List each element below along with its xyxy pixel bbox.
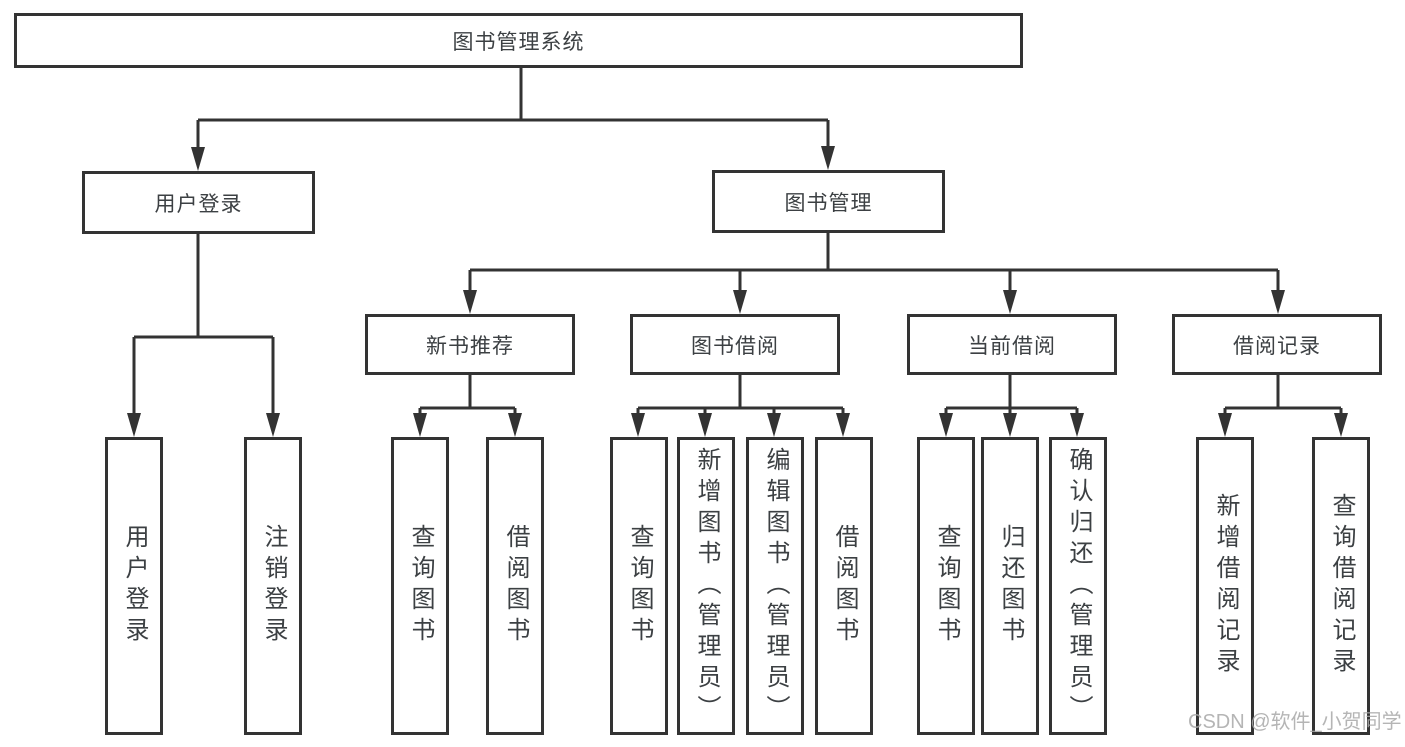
leaf-confirm-return-admin: 确认归还（管理员）	[1049, 437, 1107, 735]
node-book-management: 图书管理	[712, 170, 945, 233]
leaf-label: 新增图书（管理员）	[693, 446, 720, 726]
node-label: 图书借阅	[691, 334, 779, 358]
leaf-add-books-admin: 新增图书（管理员）	[677, 437, 735, 735]
leaf-label: 查询借阅记录	[1328, 493, 1355, 679]
leaf-query-borrow-record: 查询借阅记录	[1312, 437, 1370, 735]
leaf-label: 注销登录	[260, 524, 287, 648]
leaf-label: 查询图书	[407, 524, 434, 648]
node-label: 图书管理系统	[452, 30, 585, 54]
leaf-label: 编辑图书（管理员）	[762, 446, 789, 726]
leaf-label: 查询图书	[626, 524, 653, 648]
node-label: 图书管理	[784, 191, 873, 215]
leaf-add-borrow-record: 新增借阅记录	[1196, 437, 1254, 735]
node-label: 用户登录	[154, 192, 243, 216]
node-borrowing-records: 借阅记录	[1172, 314, 1382, 375]
node-current-borrowing: 当前借阅	[907, 314, 1117, 375]
csdn-watermark: CSDN @软件_小贺同学	[1188, 711, 1402, 733]
node-label: 新书推荐	[426, 334, 514, 358]
leaf-label: 查询图书	[933, 524, 960, 648]
node-book-borrowing: 图书借阅	[630, 314, 840, 375]
node-label: 当前借阅	[968, 334, 1056, 358]
leaf-query-books-current: 查询图书	[917, 437, 975, 735]
leaf-borrow-books-recommend: 借阅图书	[486, 437, 544, 735]
leaf-logout: 注销登录	[244, 437, 302, 735]
node-label: 借阅记录	[1233, 334, 1321, 358]
leaf-label: 借阅图书	[831, 524, 858, 648]
leaf-user-login: 用户登录	[105, 437, 163, 735]
node-user-login: 用户登录	[82, 171, 315, 234]
node-new-book-recommendation: 新书推荐	[365, 314, 575, 375]
leaf-label: 确认归还（管理员）	[1065, 446, 1092, 726]
leaf-query-books-recommend: 查询图书	[391, 437, 449, 735]
leaf-label: 借阅图书	[502, 524, 529, 648]
leaf-label: 新增借阅记录	[1212, 493, 1239, 679]
arrowheads	[127, 146, 1348, 437]
leaf-label: 用户登录	[121, 524, 148, 648]
leaf-label: 归还图书	[997, 524, 1024, 648]
leaf-return-books: 归还图书	[981, 437, 1039, 735]
leaf-query-books-borrow: 查询图书	[610, 437, 668, 735]
leaf-borrow-books: 借阅图书	[815, 437, 873, 735]
node-library-management-system: 图书管理系统	[14, 13, 1023, 68]
leaf-edit-books-admin: 编辑图书（管理员）	[746, 437, 804, 735]
